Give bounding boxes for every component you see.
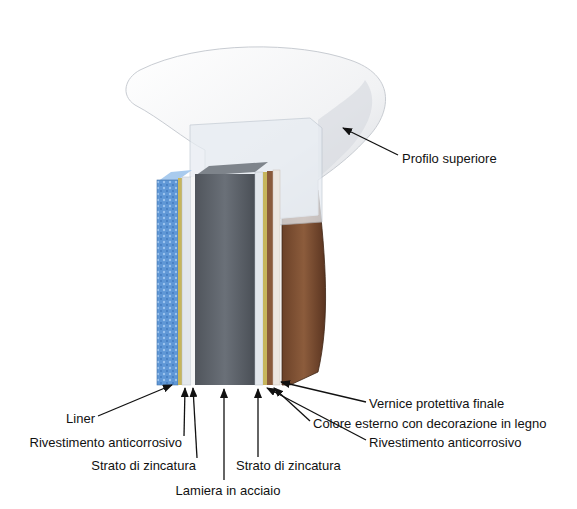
part-label: Strato di zincatura [91, 458, 196, 473]
part-label: Rivestimento anticorrosivo [30, 435, 182, 450]
part-label: Colore esterno con decorazione in legno [313, 416, 546, 431]
part-label: Strato di zincatura [236, 458, 341, 473]
layer-stack [157, 162, 280, 385]
part-label: Lamiera in acciaio [176, 483, 281, 498]
part-label: Liner [66, 411, 95, 426]
part-label: Profilo superiore [402, 151, 497, 166]
part-label: Rivestimento anticorrosivo [369, 435, 521, 450]
part-label: Vernice protettiva finale [369, 396, 504, 411]
